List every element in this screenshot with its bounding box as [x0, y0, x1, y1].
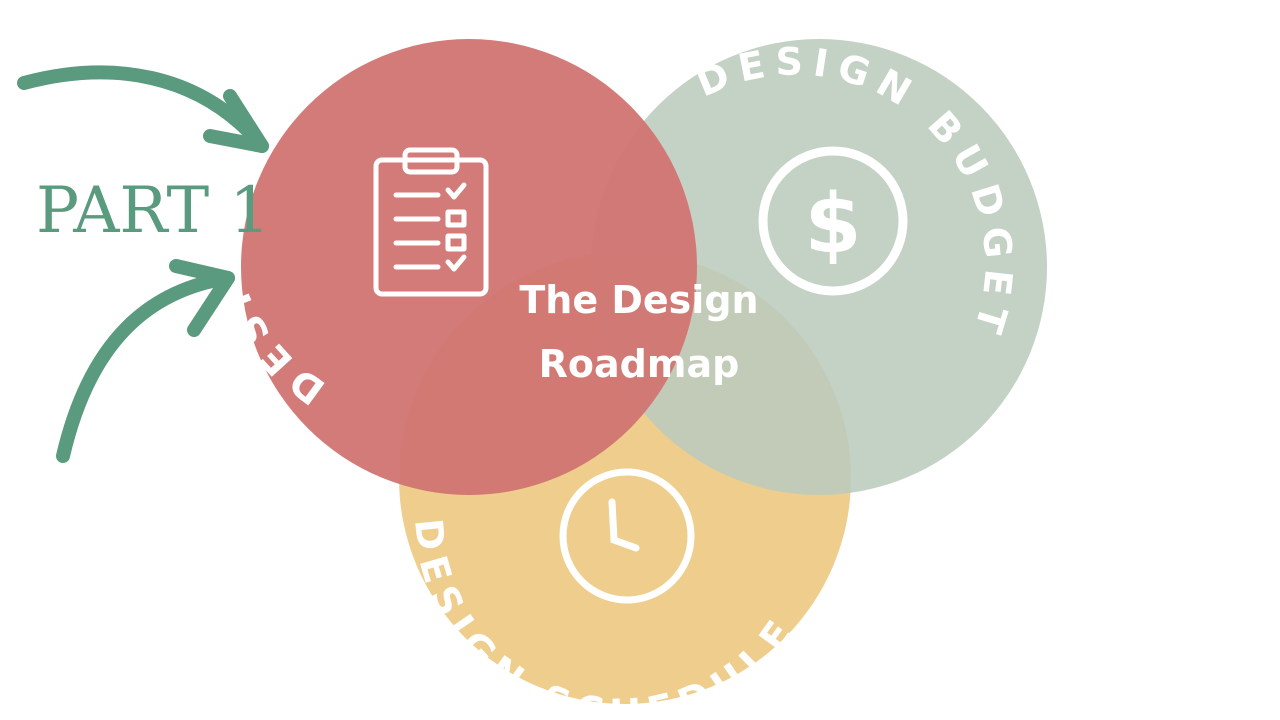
svg-text:$: $	[804, 177, 861, 272]
part-label: PART 1	[36, 174, 270, 248]
design-process-circle	[241, 39, 697, 495]
clipboard-checklist-icon	[373, 147, 489, 297]
center-title-line1: The Design	[519, 278, 758, 322]
design-budget-circle	[591, 39, 1047, 495]
bottom-arrow-icon	[56, 259, 235, 463]
center-title-line2: Roadmap	[539, 342, 740, 386]
top-arrow-icon	[17, 65, 269, 153]
clock-icon	[559, 468, 695, 604]
dollar-coin-icon: $	[758, 146, 908, 296]
